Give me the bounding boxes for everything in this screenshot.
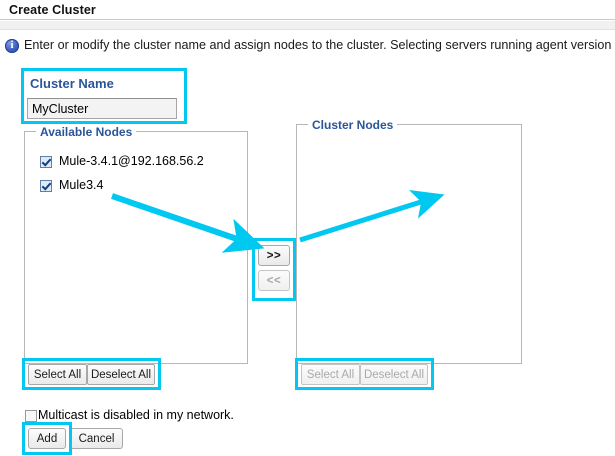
node-label: Mule-3.4.1@192.168.56.2 xyxy=(59,154,204,168)
cluster-deselect-all-button[interactable]: Deselect All xyxy=(360,364,428,385)
cluster-name-label: Cluster Name xyxy=(30,76,114,91)
available-nodes-legend: Available Nodes xyxy=(36,125,137,139)
cluster-nodes-legend: Cluster Nodes xyxy=(308,118,398,132)
node-label: Mule3.4 xyxy=(59,178,104,192)
info-icon xyxy=(5,38,19,53)
available-select-all-button[interactable]: Select All xyxy=(28,364,87,385)
info-message-row: Enter or modify the cluster name and ass… xyxy=(0,36,615,58)
cluster-nodes-panel xyxy=(296,124,522,364)
add-button[interactable]: Add xyxy=(28,428,66,449)
available-nodes-panel xyxy=(24,131,248,364)
cluster-select-all-button[interactable]: Select All xyxy=(301,364,360,385)
move-right-button[interactable]: >> xyxy=(258,245,290,266)
dialog-header: Create Cluster xyxy=(0,0,615,20)
move-left-button[interactable]: << xyxy=(258,270,290,291)
multicast-label: Multicast is disabled in my network. xyxy=(38,408,234,422)
transfer-button-group: >> << xyxy=(258,245,290,295)
cancel-button[interactable]: Cancel xyxy=(70,428,123,449)
multicast-checkbox[interactable] xyxy=(25,410,37,422)
info-message-text: Enter or modify the cluster name and ass… xyxy=(24,38,615,52)
available-deselect-all-button[interactable]: Deselect All xyxy=(87,364,155,385)
header-separator-band xyxy=(0,21,615,30)
node-checkbox[interactable] xyxy=(40,156,52,168)
page-title: Create Cluster xyxy=(9,3,96,17)
cluster-name-input[interactable] xyxy=(27,98,177,119)
node-checkbox[interactable] xyxy=(40,180,52,192)
